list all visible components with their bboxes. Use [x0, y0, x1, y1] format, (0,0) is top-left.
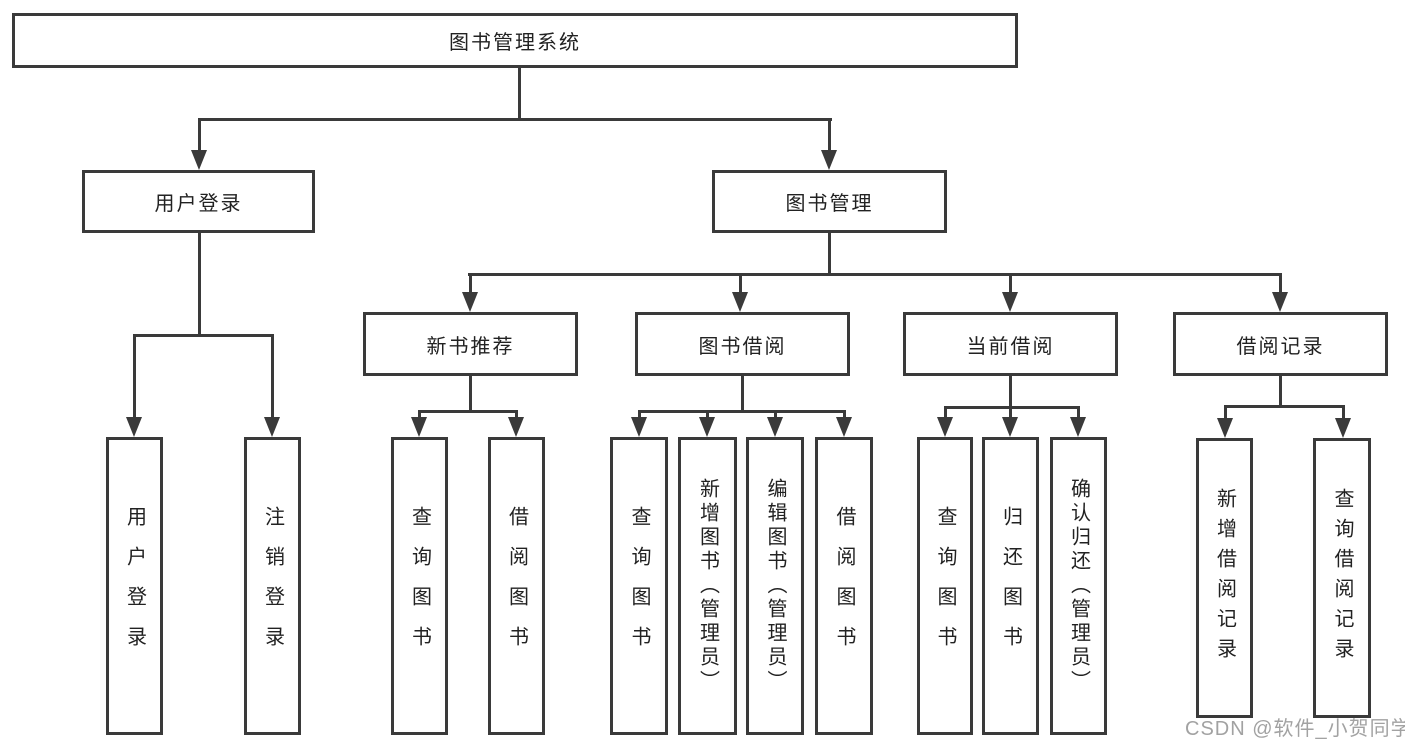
connector-line	[828, 232, 831, 275]
node-label: 图书借阅	[698, 335, 787, 358]
arrow-down-icon	[732, 292, 748, 312]
connector-line	[944, 406, 947, 419]
arrow-down-icon	[462, 292, 478, 312]
connector-line	[843, 410, 846, 419]
connector-line	[198, 118, 201, 152]
connector-line	[1009, 273, 1012, 294]
arrow-down-icon	[699, 417, 715, 437]
node-label: 查询图书	[408, 506, 431, 666]
node-label: 用户登录	[154, 193, 243, 215]
connector-line	[774, 410, 777, 419]
node-label: 查询图书	[934, 506, 956, 666]
arrow-down-icon	[836, 417, 852, 437]
arrow-down-icon	[126, 417, 142, 437]
connector-line	[1009, 375, 1012, 408]
connector-line	[1342, 405, 1345, 419]
connector-line	[468, 273, 1282, 276]
node-borrowing-query-books: 查询图书	[610, 437, 668, 735]
connector-line	[1224, 405, 1227, 419]
node-newbooks-query-books: 查询图书	[391, 437, 448, 735]
arrow-down-icon	[264, 417, 280, 437]
node-label: 图书管理系统	[449, 32, 581, 54]
arrow-down-icon	[1002, 292, 1018, 312]
connector-line	[1077, 406, 1080, 419]
connector-line	[1279, 375, 1282, 407]
arrow-down-icon	[937, 417, 953, 437]
connector-line	[739, 273, 742, 294]
node-book-borrowing: 图书借阅	[635, 312, 850, 376]
arrow-down-icon	[631, 417, 647, 437]
connector-line	[1224, 405, 1345, 408]
arrow-down-icon	[767, 417, 783, 437]
node-label: 查询图书	[628, 506, 650, 666]
node-label: 新书推荐	[426, 335, 515, 358]
connector-line	[828, 118, 831, 152]
arrow-down-icon	[1217, 418, 1233, 438]
connector-line	[418, 410, 421, 419]
arrow-down-icon	[1002, 417, 1018, 437]
connector-line	[198, 118, 832, 121]
connector-line	[518, 67, 521, 120]
node-label: 当前借阅	[966, 335, 1055, 358]
connector-line	[706, 410, 709, 419]
node-current-borrowing: 当前借阅	[903, 312, 1118, 376]
connector-line	[198, 232, 201, 336]
node-label: 归还图书	[999, 506, 1022, 666]
connector-line	[515, 410, 518, 419]
connector-line	[271, 334, 274, 419]
node-borrowing-borrow-books: 借阅图书	[815, 437, 873, 735]
node-label: 确认归还（管理员）	[1067, 478, 1090, 694]
node-book-management-system: 图书管理系统	[12, 13, 1018, 68]
node-label: 借阅图书	[833, 506, 855, 666]
node-current-query-books: 查询图书	[917, 437, 973, 735]
node-label: 编辑图书（管理员）	[764, 478, 786, 694]
node-new-book-recommendation: 新书推荐	[363, 312, 578, 376]
arrow-down-icon	[821, 150, 837, 170]
csdn-watermark: CSDN @软件_小贺同学	[1185, 718, 1405, 740]
node-label: 图书管理	[785, 193, 874, 215]
node-user-login: 用户登录	[82, 170, 315, 233]
connector-line	[418, 410, 518, 413]
arrow-down-icon	[1070, 417, 1086, 437]
connector-line	[1279, 273, 1282, 294]
node-newbooks-borrow-books: 借阅图书	[488, 437, 545, 735]
node-label: 查询借阅记录	[1331, 488, 1353, 668]
node-label: 注销登录	[261, 506, 284, 666]
arrow-down-icon	[508, 417, 524, 437]
connector-line	[133, 334, 274, 337]
node-logout: 注销登录	[244, 437, 301, 735]
node-borrowing-add-books-admin: 新增图书（管理员）	[678, 437, 737, 735]
connector-line	[944, 406, 1080, 409]
node-records-query-borrow-record: 查询借阅记录	[1313, 438, 1371, 718]
connector-line	[638, 410, 846, 413]
connector-line	[469, 375, 472, 412]
node-current-confirm-return-admin: 确认归还（管理员）	[1050, 437, 1107, 735]
node-label: 借阅图书	[505, 506, 528, 666]
connector-line	[638, 410, 641, 419]
connector-line	[133, 334, 136, 419]
node-label: 用户登录	[123, 506, 146, 666]
node-login: 用户登录	[106, 437, 163, 735]
connector-line	[741, 375, 744, 412]
arrow-down-icon	[1335, 418, 1351, 438]
arrow-down-icon	[191, 150, 207, 170]
node-borrowing-edit-books-admin: 编辑图书（管理员）	[746, 437, 804, 735]
node-label: 新增图书（管理员）	[696, 478, 719, 694]
connector-line	[469, 273, 472, 294]
arrow-down-icon	[1272, 292, 1288, 312]
node-current-return-books: 归还图书	[982, 437, 1039, 735]
node-records-add-borrow-record: 新增借阅记录	[1196, 438, 1253, 718]
connector-line	[1009, 406, 1012, 419]
arrow-down-icon	[411, 417, 427, 437]
node-label: 新增借阅记录	[1213, 488, 1236, 668]
node-borrowing-records: 借阅记录	[1173, 312, 1388, 376]
node-book-management: 图书管理	[712, 170, 947, 233]
node-label: 借阅记录	[1236, 335, 1325, 358]
